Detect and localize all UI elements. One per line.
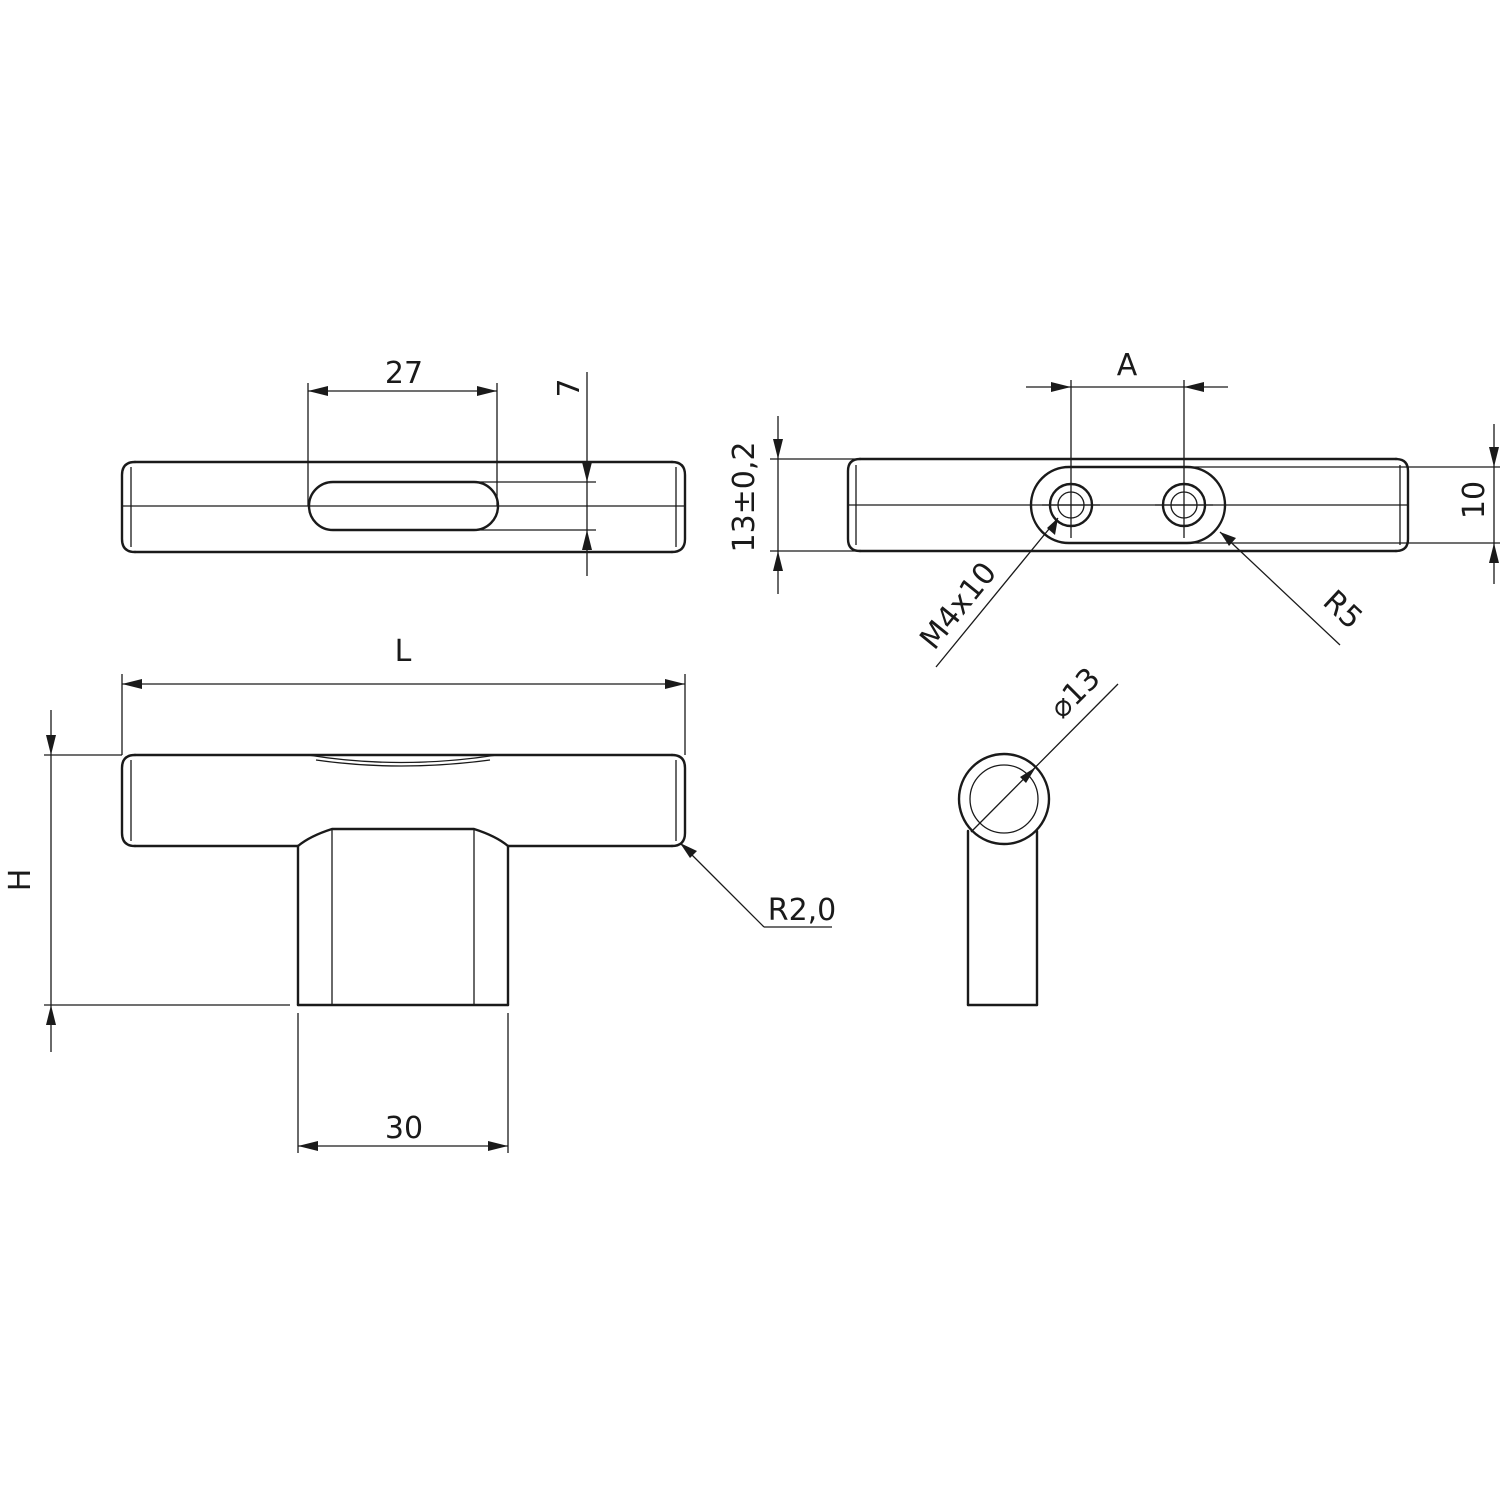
hole-spacing-label: A [1117, 348, 1138, 383]
front-view [44, 674, 832, 1153]
height-tolerance-label: 13±0,2 [727, 441, 762, 552]
edge-radius-label: R2,0 [768, 893, 837, 928]
width-label: 10 [1457, 481, 1492, 519]
slot-width-label: 7 [552, 378, 587, 397]
height-label: H [3, 869, 38, 892]
side-view [957, 683, 1119, 1007]
top-view [120, 372, 687, 576]
slot-length-label: 27 [385, 356, 423, 391]
base-width-label: 30 [385, 1111, 423, 1146]
bottom-view [770, 380, 1500, 668]
diameter-label: ⌀13 [1043, 661, 1108, 726]
end-radius-label: R5 [1316, 584, 1369, 637]
length-label: L [395, 634, 412, 669]
thread-label: M4x10 [913, 556, 1004, 656]
